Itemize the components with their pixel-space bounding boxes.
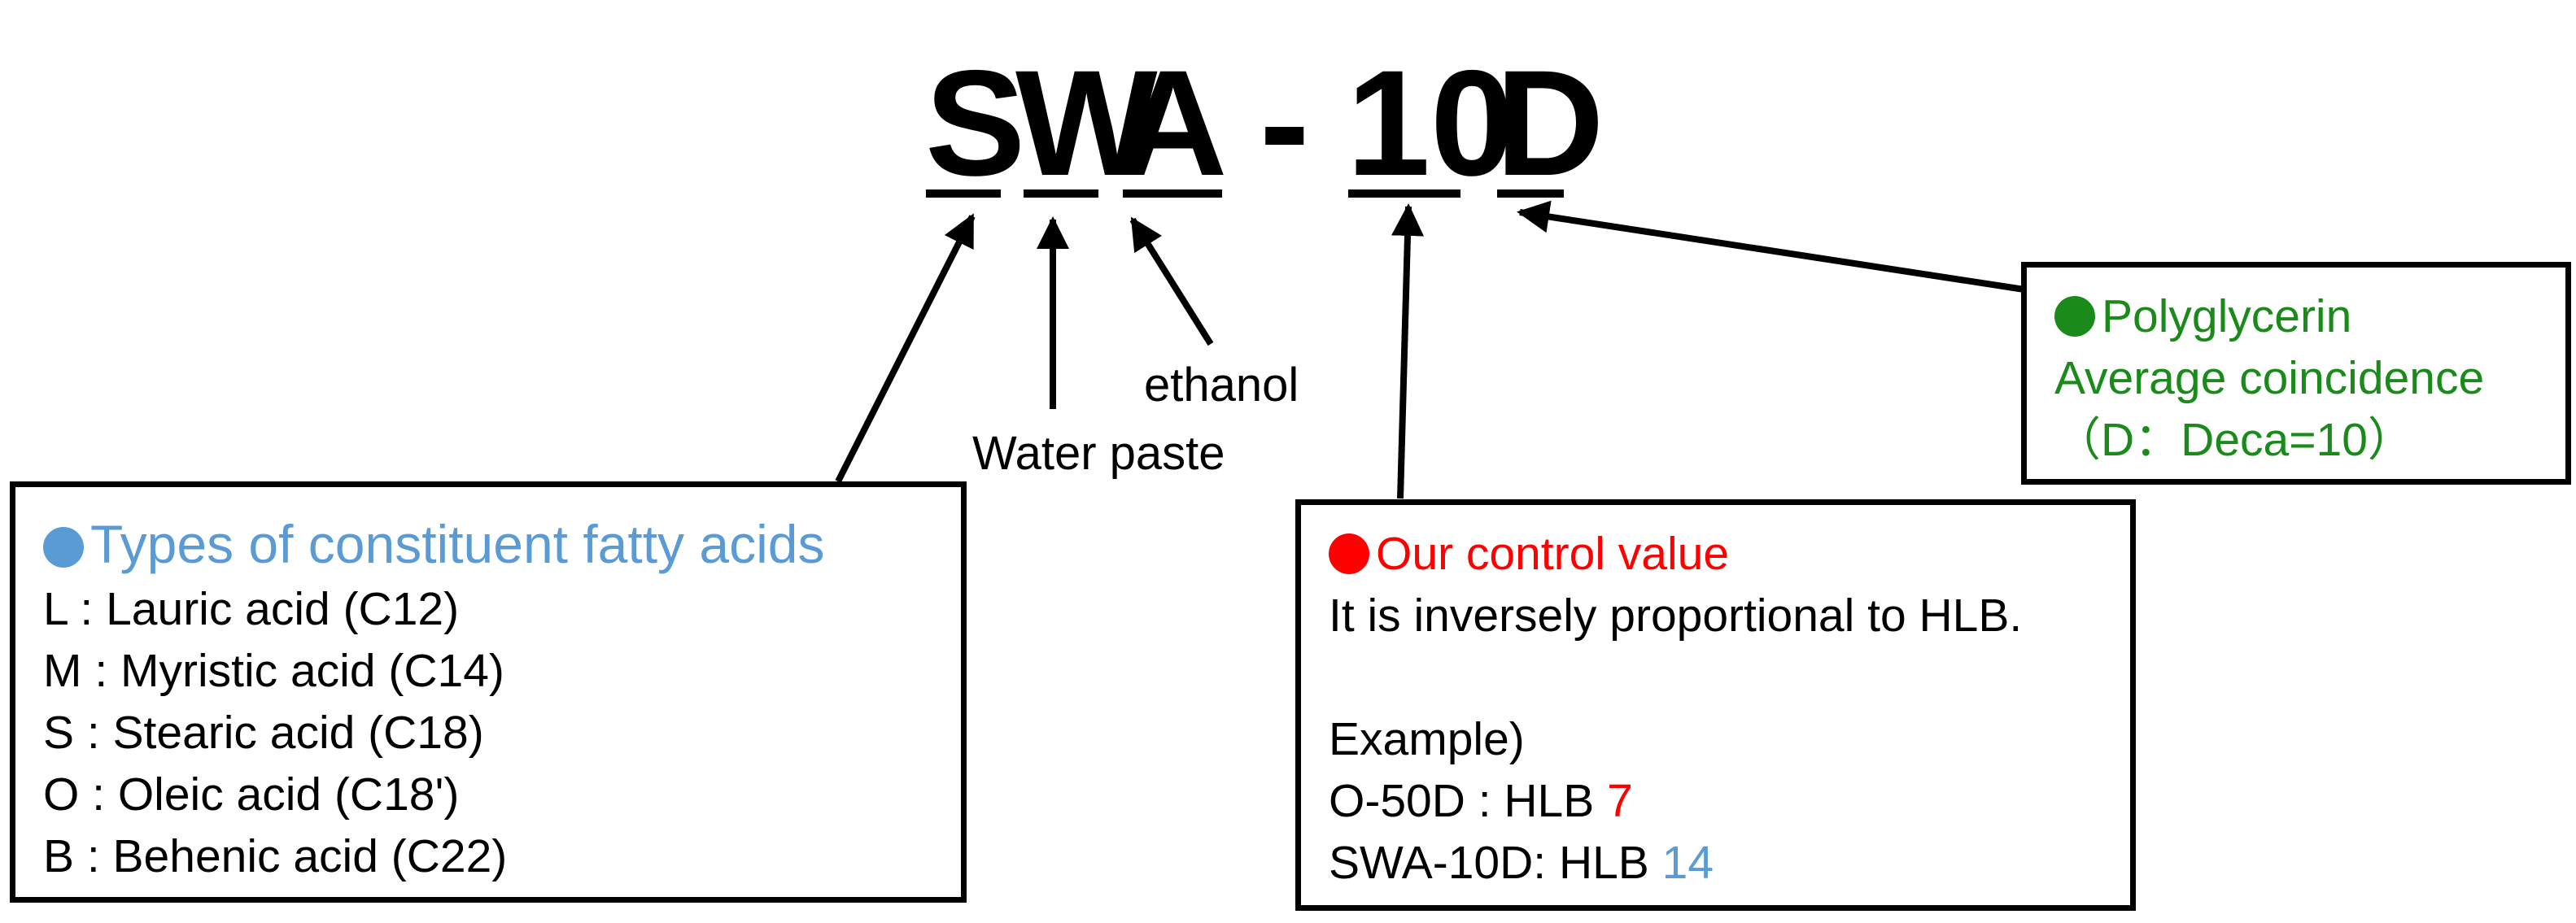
underline-number: [1348, 189, 1460, 198]
control-value-box: Our control value It is inversely propor…: [1295, 499, 2136, 911]
arrow-to-suffix: [1517, 200, 2025, 293]
code-suffix: D: [1495, 40, 1605, 207]
code-letter-w: W: [1015, 40, 1158, 207]
polyglycerin-line3: （D：Deca=10）: [2054, 414, 2414, 466]
arrow-to-a: [1129, 216, 1214, 346]
fatty-acid-item: B : Behenic acid (C22): [43, 830, 508, 882]
underline-suffix: [1497, 189, 1564, 198]
hlb-value-14: 14: [1661, 837, 1714, 889]
polyglycerin-line2: Average coincidence: [2054, 352, 2485, 404]
fatty-acids-heading: Types of constituent fatty acids: [43, 510, 961, 578]
code-number: 10: [1347, 40, 1514, 207]
fatty-acid-item: S : Stearic acid (C18): [43, 707, 484, 759]
underline-w: [1024, 189, 1098, 198]
control-heading: Our control value: [1329, 523, 2130, 585]
code-letter-a: A: [1119, 40, 1228, 207]
example-swa10d: SWA-10D: HLB 14: [1329, 837, 1714, 889]
underline-s: [926, 189, 1001, 198]
arrow-to-s: [835, 213, 976, 483]
fatty-acid-item: O : Oleic acid (C18'): [43, 768, 460, 821]
code-letter-s: S: [925, 40, 1026, 207]
label-ethanol: ethanol: [1144, 359, 1299, 411]
polyglycerin-heading: Polyglycerin: [2054, 285, 2565, 347]
red-dot-icon: [1329, 533, 1369, 574]
green-dot-icon: [2054, 296, 2095, 337]
blue-dot-icon: [43, 527, 84, 568]
example-label: Example): [1329, 713, 1525, 765]
example-o50d: O-50D : HLB 7: [1329, 775, 1633, 827]
label-water-paste: Water paste: [972, 427, 1225, 480]
fatty-acids-box: Types of constituent fatty acids L : Lau…: [10, 481, 967, 903]
control-description: It is inversely proportional to HLB.: [1329, 590, 2023, 642]
arrow-to-number: [1391, 203, 1424, 499]
code-dash: -: [1260, 40, 1310, 207]
blank-line: [1329, 647, 2130, 708]
fatty-acid-item: M : Myristic acid (C14): [43, 645, 504, 697]
hlb-value-7: 7: [1607, 775, 1633, 827]
polyglycerin-box: Polyglycerin Average coincidence （D：Deca…: [2021, 262, 2571, 485]
fatty-acid-item: L : Lauric acid (C12): [43, 583, 460, 635]
underline-a: [1123, 189, 1222, 198]
